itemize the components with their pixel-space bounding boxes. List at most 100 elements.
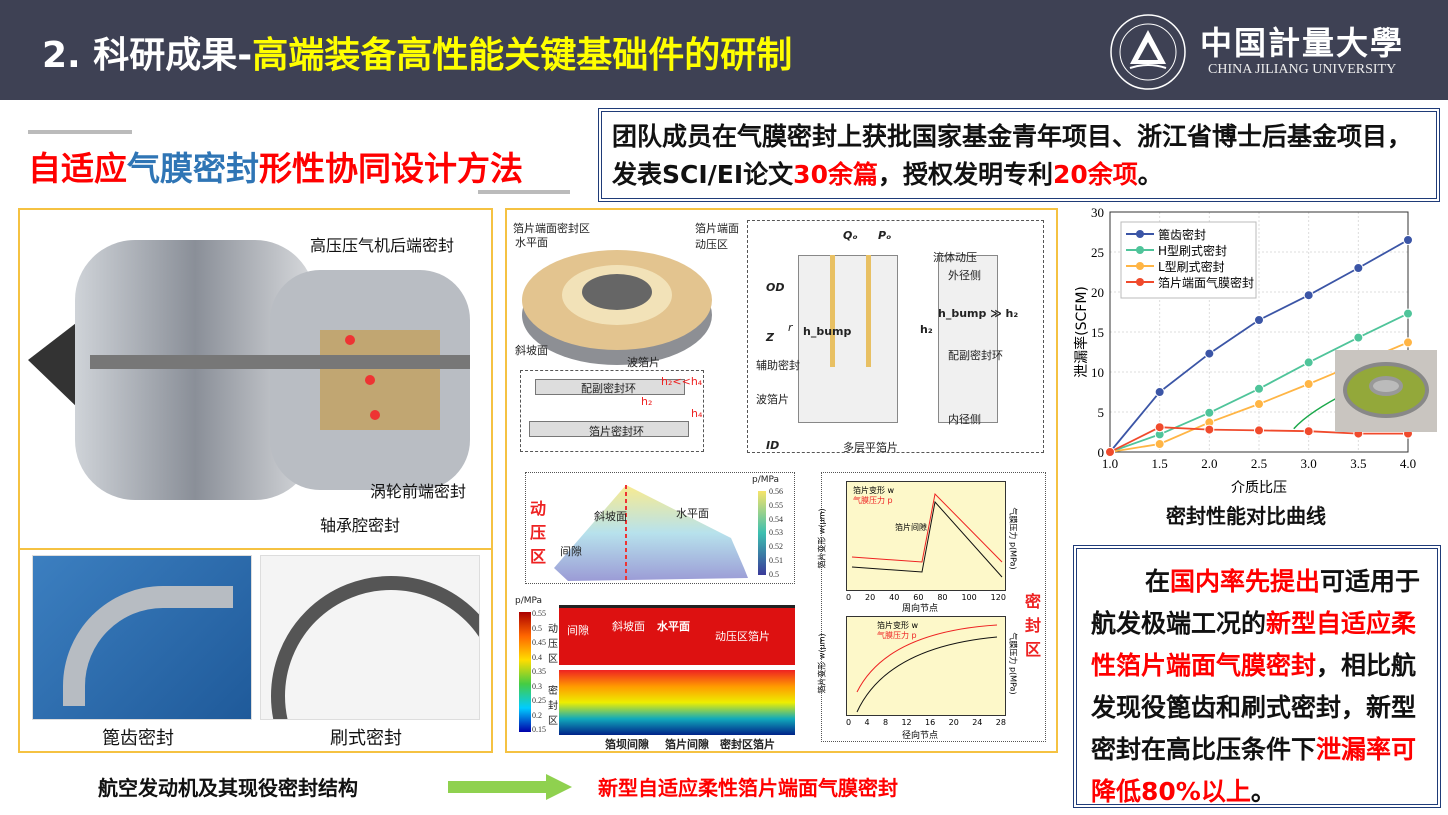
legend-item: 箔片变形 w: [853, 486, 895, 495]
university-logo: 中国計量大學 CHINA JILIANG UNIVERSITY: [1108, 12, 1438, 92]
colorbar-tick: 0.55: [769, 500, 783, 510]
diagram-label: 配副密封环: [948, 349, 1003, 362]
tick: 24: [972, 718, 983, 727]
brush-seal-photo: [260, 555, 480, 720]
diagram-label: Qₒ: [843, 229, 858, 242]
diagram-label: h₄: [691, 407, 703, 420]
data-point: [1403, 337, 1413, 348]
x-tick-label: 2.0: [1201, 456, 1217, 471]
legend-label: H型刷式密封: [1158, 243, 1227, 258]
middle-caption: 新型自适应柔性箔片端面气膜密封: [598, 776, 898, 800]
colorbar-tick: 0.54: [769, 514, 783, 524]
annotation: 箔片间隙: [895, 523, 927, 532]
data-point: [1204, 348, 1215, 359]
diagram-label: 配副密封环: [581, 382, 636, 395]
x-tick-label: 2.5: [1251, 456, 1267, 471]
diagram-label: 动压区箔片: [715, 630, 770, 643]
legend-label: 箔片端面气膜密封: [1158, 275, 1254, 290]
photo-caption: 篦齿密封: [102, 728, 174, 749]
legend-item: 箔片变形 w: [877, 621, 919, 630]
colorbar-tick: 0.2: [532, 710, 542, 720]
diagram-label: 密封区箔片: [720, 738, 775, 751]
diagram-label: 内径侧: [948, 413, 981, 426]
tick: 120: [990, 593, 1006, 602]
data-point: [1353, 332, 1364, 343]
pressure-surface: [554, 485, 766, 581]
diagram-label: 间隙: [567, 624, 589, 637]
data-point: [1403, 235, 1413, 245]
section-heading: 自适应气膜密封形性协同设计方法: [28, 142, 523, 190]
seal-photo: [1335, 350, 1437, 432]
conclusion-box: 在国内率先提出可适用于航发极端工况的新型自适应柔性箔片端面气膜密封，相比航发现役…: [1073, 545, 1441, 808]
data-point: [1303, 357, 1314, 368]
heading-part: 形性协同设计方法: [259, 149, 523, 188]
page-title: 2. 科研成果-高端装备高性能关键基础件的研制: [42, 26, 792, 78]
text: 可适用于航发极端工况的: [1091, 567, 1421, 638]
text: 。: [1250, 777, 1276, 806]
data-point: [1303, 290, 1314, 301]
tick: 4: [864, 718, 870, 727]
colorbar-tick: 0.4: [532, 652, 542, 662]
legend-item: 气膜压力 p: [877, 631, 917, 640]
axis-label: 箔片变形 w(μm): [817, 633, 827, 694]
tick: 20: [948, 718, 959, 727]
heading-part: 自适应: [28, 149, 127, 188]
pressure-contour-plot: 0.55 0.5 0.45 0.4 0.35 0.3 0.25 0.2 0.15…: [515, 596, 800, 751]
divider: [20, 548, 491, 550]
diagram-label: 箔片间隙: [665, 738, 709, 751]
x-tick-label: 4.0: [1400, 456, 1416, 471]
data-point: [1154, 439, 1165, 449]
diagram-label: Pₒ: [878, 229, 892, 242]
seal-zone-label: 密封区: [1025, 592, 1042, 659]
logo-en: CHINA JILIANG UNIVERSITY: [1208, 62, 1397, 77]
highlight: 20余项: [1052, 160, 1138, 189]
diagram-label: 斜坡面: [515, 344, 548, 357]
arrow-right-icon: [448, 774, 572, 800]
legend-marker: [1136, 246, 1144, 254]
diagram-label: p/MPa: [752, 475, 780, 485]
legend-label: 篦齿密封: [1158, 227, 1206, 242]
achievement-box: 团队成员在气膜密封上获批国家基金青年项目、浙江省博士后基金项目，发表SCI/EI…: [598, 108, 1440, 202]
diagram-label: r: [788, 321, 793, 334]
data-point: [1154, 387, 1165, 397]
highlight: 国内率先提出: [1170, 567, 1321, 596]
diagram-label: 外径侧: [948, 269, 981, 282]
tick: 60: [913, 593, 924, 602]
text: 。: [1137, 160, 1163, 189]
plot-curves: [856, 624, 998, 713]
data-point: [1254, 383, 1264, 394]
diagram-label: 水平面: [676, 507, 709, 520]
colorbar-tick: 0.53: [769, 528, 783, 538]
diagram-label: 箔片端面密封区: [513, 222, 590, 235]
left-caption: 航空发动机及其现役密封结构: [98, 776, 358, 800]
diagram-label: 箔片端面动压区: [695, 222, 739, 251]
diagram-label: 间隙: [560, 545, 582, 558]
dynamic-zone-label: 动压区: [530, 499, 547, 566]
engine-panel: 高压压气机后端密封 涡轮前端密封 轴承腔密封 篦齿密封 刷式密封: [18, 208, 493, 753]
y-axis-label: 泄漏率(SCFM): [1073, 286, 1090, 378]
bump-foil-inset: 配副密封环 h₂<<h₄ h₂ h₄ 箔片密封环: [520, 370, 704, 452]
x-axis-label: 介质比压: [1231, 480, 1287, 496]
pressure-colorbar-scale: 0.56 0.55 0.54 0.53 0.52 0.51 0.5: [769, 488, 783, 579]
tick: 100: [961, 593, 977, 602]
tick: 20: [865, 593, 876, 602]
diagram-label: 流体动压: [933, 251, 977, 264]
diagram-label: h₂: [920, 323, 933, 336]
legend-marker: [1136, 230, 1144, 238]
x-tick-label: 3.5: [1350, 456, 1366, 471]
y-tick-label: 20: [1091, 285, 1104, 300]
diagram-label: OD: [766, 281, 785, 294]
data-point: [1303, 379, 1314, 389]
diagram-label: 水平面: [657, 620, 690, 633]
colorbar-tick: 0.55: [532, 609, 546, 618]
engine-label: 涡轮前端密封: [370, 482, 467, 501]
legend-marker: [1136, 262, 1144, 270]
y-tick-label: 25: [1091, 245, 1104, 260]
y-tick-label: 30: [1091, 205, 1104, 220]
diagram-label: 箔片密封环: [589, 425, 644, 438]
legend-item: 气膜压力 p: [853, 496, 893, 505]
colorbar-tick: 0.52: [769, 542, 783, 552]
highlight: 新型自适应柔性箔片端面气膜密封: [1091, 609, 1417, 680]
